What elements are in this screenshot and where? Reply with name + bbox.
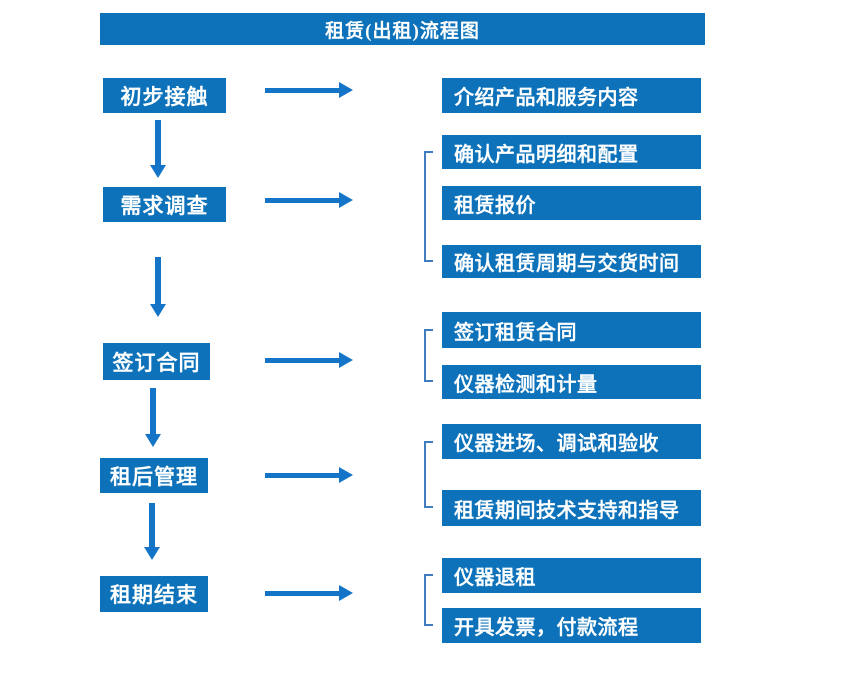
right-arrow-head bbox=[339, 352, 353, 368]
down-arrow-shaft bbox=[155, 257, 161, 304]
right-arrow-shaft bbox=[265, 87, 339, 93]
step-box-lease-end: 租期结束 bbox=[100, 576, 208, 612]
right-arrow-shaft bbox=[265, 197, 339, 203]
right-arrow-shaft bbox=[265, 590, 339, 596]
right-arrow-shaft bbox=[265, 357, 339, 363]
right-arrow-icon bbox=[265, 467, 353, 483]
output-box-instrument-entry-acceptance: 仪器进场、调试和验收 bbox=[442, 424, 701, 459]
right-arrow-icon bbox=[265, 585, 353, 601]
down-arrow-head bbox=[150, 304, 166, 317]
down-arrow-icon bbox=[145, 388, 161, 447]
group-bracket-lease-end bbox=[424, 574, 433, 626]
output-box-technical-support: 租赁期间技术支持和指导 bbox=[442, 490, 701, 526]
right-arrow-head bbox=[339, 192, 353, 208]
step-box-demand-survey: 需求调查 bbox=[103, 187, 226, 222]
down-arrow-head bbox=[144, 547, 160, 560]
group-bracket-demand-survey bbox=[424, 151, 433, 262]
down-arrow-shaft bbox=[150, 388, 156, 434]
down-arrow-head bbox=[145, 434, 161, 447]
output-box-introduce-products: 介绍产品和服务内容 bbox=[442, 78, 701, 113]
down-arrow-head bbox=[150, 165, 166, 178]
group-bracket-contract-signing bbox=[424, 329, 433, 382]
step-box-post-rental-management: 租后管理 bbox=[100, 458, 208, 493]
right-arrow-icon bbox=[265, 192, 353, 208]
down-arrow-icon bbox=[150, 120, 166, 178]
output-box-instrument-testing: 仪器检测和计量 bbox=[442, 365, 701, 399]
step-box-contract-signing: 签订合同 bbox=[103, 343, 210, 380]
down-arrow-shaft bbox=[149, 503, 155, 547]
output-box-rental-quote: 租赁报价 bbox=[442, 186, 701, 220]
right-arrow-head bbox=[339, 467, 353, 483]
output-box-confirm-period-delivery: 确认租赁周期与交货时间 bbox=[442, 245, 701, 278]
right-arrow-icon bbox=[265, 82, 353, 98]
down-arrow-icon bbox=[144, 503, 160, 560]
group-bracket-post-rental-management bbox=[424, 441, 433, 508]
down-arrow-icon bbox=[150, 257, 166, 317]
flowchart-title: 租赁(出租)流程图 bbox=[100, 13, 705, 45]
output-box-sign-rental-contract: 签订租赁合同 bbox=[442, 312, 701, 348]
output-box-confirm-details-config: 确认产品明细和配置 bbox=[442, 135, 701, 169]
step-box-initial-contact: 初步接触 bbox=[103, 78, 226, 113]
right-arrow-shaft bbox=[265, 472, 339, 478]
output-box-invoice-payment: 开具发票，付款流程 bbox=[442, 608, 701, 643]
output-box-instrument-return: 仪器退租 bbox=[442, 558, 701, 593]
down-arrow-shaft bbox=[155, 120, 161, 165]
right-arrow-head bbox=[339, 585, 353, 601]
right-arrow-icon bbox=[265, 352, 353, 368]
right-arrow-head bbox=[339, 82, 353, 98]
